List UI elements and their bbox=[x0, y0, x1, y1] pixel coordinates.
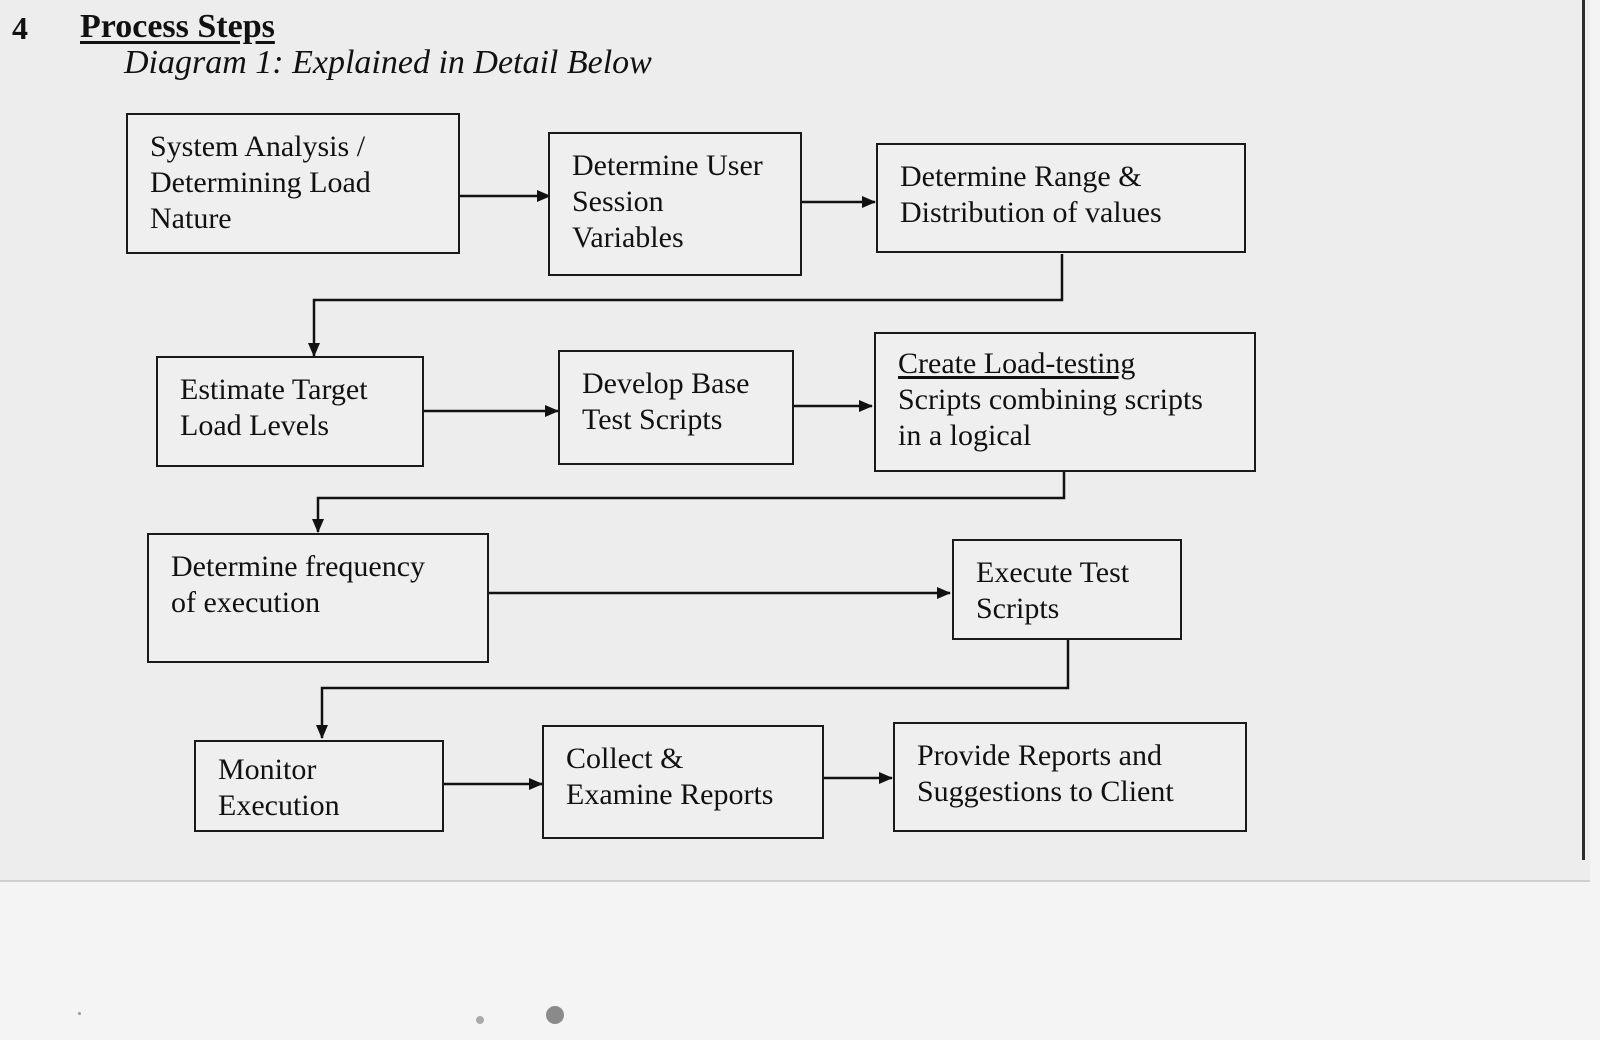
arrow-6-7 bbox=[312, 472, 1066, 533]
step-load-testing-scripts: Create Load-testing Scripts combining sc… bbox=[874, 332, 1256, 472]
step-line: Test Scripts bbox=[582, 403, 723, 436]
step-line: System Analysis / bbox=[150, 130, 366, 163]
step-line: Examine Reports bbox=[566, 778, 774, 811]
step-collect-examine-reports: Collect & Examine Reports bbox=[542, 725, 824, 839]
step-line: Execute Test bbox=[976, 556, 1130, 589]
step-line: Provide Reports and bbox=[917, 739, 1162, 772]
diagram-caption: Diagram 1: Explained in Detail Below bbox=[124, 44, 652, 81]
scan-speck bbox=[476, 1016, 484, 1024]
step-line: Session bbox=[572, 185, 664, 218]
step-monitor-execution: Monitor Execution bbox=[194, 740, 444, 832]
step-line: of execution bbox=[171, 586, 321, 619]
step-line: Execution bbox=[218, 789, 340, 822]
step-line: in a logical bbox=[898, 419, 1032, 452]
step-frequency-of-execution: Determine frequency of execution bbox=[147, 533, 489, 663]
scan-speck bbox=[546, 1006, 564, 1024]
step-provide-reports: Provide Reports and Suggestions to Clien… bbox=[893, 722, 1247, 832]
step-line: Collect & bbox=[566, 742, 684, 775]
step-target-load-levels: Estimate Target Load Levels bbox=[156, 356, 424, 467]
step-line: Variables bbox=[572, 221, 684, 254]
section-title: Process Steps bbox=[80, 8, 275, 45]
step-system-analysis: System Analysis / Determining Load Natur… bbox=[126, 113, 460, 254]
step-line: Determining Load bbox=[150, 166, 371, 199]
page-edge-line bbox=[1582, 0, 1585, 860]
step-execute-test-scripts: Execute Test Scripts bbox=[952, 539, 1182, 640]
step-line: Develop Base bbox=[582, 367, 750, 400]
step-line: Distribution of values bbox=[900, 196, 1162, 229]
step-line: Nature bbox=[150, 202, 232, 235]
section-number: 4 bbox=[12, 10, 28, 46]
step-line: Suggestions to Client bbox=[917, 775, 1174, 808]
step-line: Determine frequency bbox=[171, 550, 426, 583]
step-line: Load Levels bbox=[180, 409, 330, 442]
step-base-test-scripts: Develop Base Test Scripts bbox=[558, 350, 794, 465]
step-line: Scripts combining scripts bbox=[898, 383, 1203, 416]
step-line: Determine Range & bbox=[900, 160, 1142, 193]
step-range-distribution: Determine Range & Distribution of values bbox=[876, 143, 1246, 253]
step-line: Create Load-testing bbox=[898, 347, 1136, 380]
scan-speck bbox=[78, 1012, 81, 1015]
step-line: Scripts bbox=[976, 592, 1060, 625]
step-line: Monitor bbox=[218, 753, 317, 786]
step-line: Determine User bbox=[572, 149, 763, 182]
arrow-3-4 bbox=[308, 254, 1064, 357]
step-user-session-variables: Determine User Session Variables bbox=[548, 132, 802, 276]
step-line: Estimate Target bbox=[180, 373, 368, 406]
arrow-8-9 bbox=[316, 640, 1070, 739]
